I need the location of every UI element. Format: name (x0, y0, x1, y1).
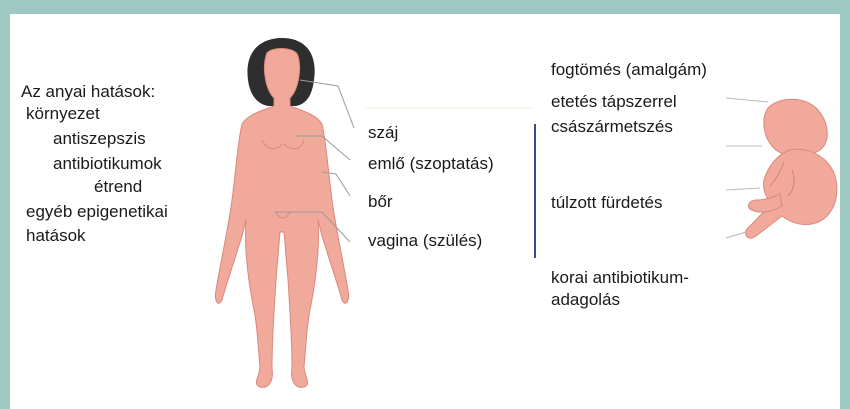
maternal-effect-item: antiszepszis (53, 129, 146, 149)
maternal-effect-item: környezet (26, 104, 100, 124)
infant-factor-label: korai antibiotikum- (551, 268, 689, 288)
fetus-head (764, 99, 827, 156)
infant-factor-label: etetés tápszerrel (551, 92, 677, 112)
site-label-mouth: száj (368, 123, 398, 143)
infant-factor-label: császármetszés (551, 117, 673, 137)
maternal-effect-item: egyéb epigenetikai (26, 202, 168, 222)
maternal-effects-title: Az anyai hatások: (21, 82, 155, 102)
fetus-figure (746, 99, 837, 238)
infant-factor-label: fogtömés (amalgám) (551, 60, 707, 80)
fetus-body (746, 149, 837, 238)
site-label-vagina: vagina (szülés) (368, 231, 482, 251)
maternal-effect-item: hatások (26, 226, 86, 246)
maternal-effect-item: étrend (94, 177, 142, 197)
infant-factor-label: túlzott fürdetés (551, 193, 663, 213)
maternal-effect-item: antibiotikumok (53, 154, 162, 174)
site-label-breast: emlő (szoptatás) (368, 154, 494, 174)
infant-factor-label: adagolás (551, 290, 620, 310)
female-body-figure (215, 38, 348, 387)
site-label-skin: bőr (368, 192, 393, 212)
